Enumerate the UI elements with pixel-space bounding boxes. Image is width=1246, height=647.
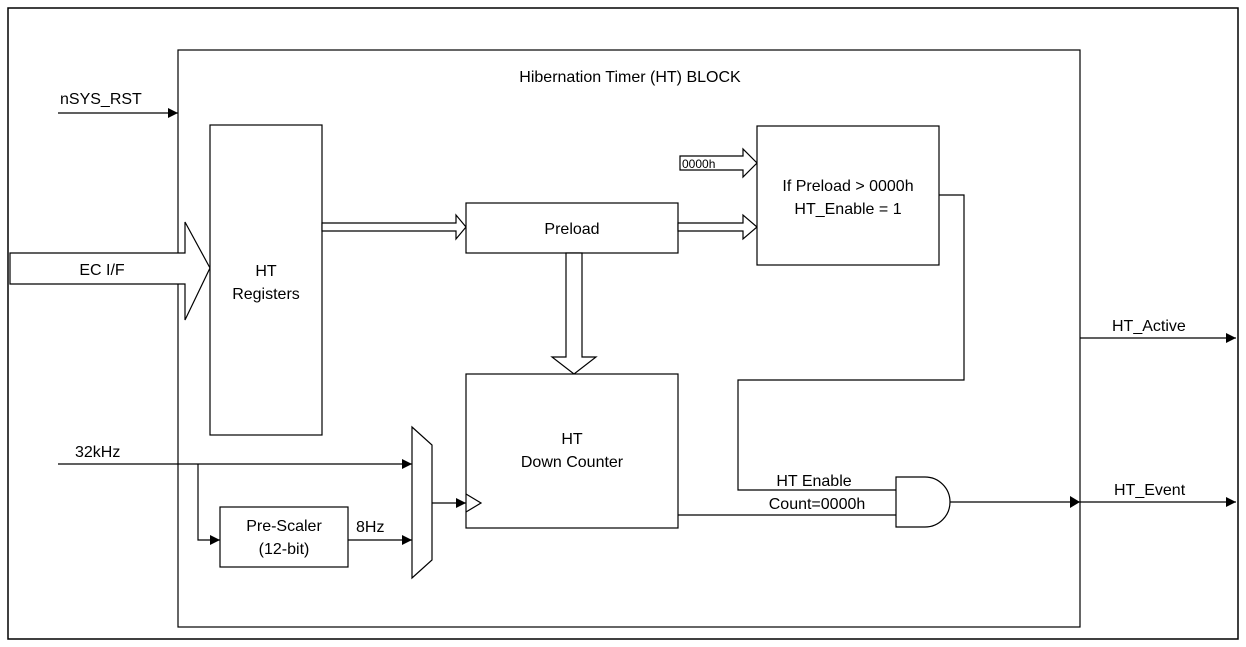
preload-to-compare-bus — [677, 213, 758, 241]
compare-box — [756, 125, 940, 266]
prescaler-box — [219, 506, 349, 568]
preload-label: Preload — [544, 221, 599, 238]
down-counter-label-line2: Down Counter — [521, 454, 624, 471]
outer-frame — [7, 7, 1239, 640]
ht-event-boundary-arrow — [1070, 496, 1080, 508]
ht-registers-label-line1: HT — [255, 263, 277, 280]
preload-box — [465, 202, 679, 254]
clock-mux — [411, 425, 433, 580]
ht-registers-label-line2: Registers — [232, 286, 300, 303]
ht-registers-box — [209, 124, 323, 436]
compare-label-line1: If Preload > 0000h — [782, 178, 913, 195]
down-counter-label-line1: HT — [561, 431, 583, 448]
ec-if-label: EC I/F — [79, 262, 125, 279]
clock-input-triangle — [465, 493, 483, 513]
ht-active-label: HT_Active — [1112, 318, 1186, 335]
prescaler-label-line1: Pre-Scaler — [246, 518, 322, 535]
prescaler-label-line2: (12-bit) — [259, 541, 310, 558]
and-gate — [895, 476, 951, 528]
clk-to-prescaler-wire — [197, 464, 220, 545]
registers-to-preload-bus — [321, 213, 467, 241]
preload-to-counter-bus — [550, 252, 598, 375]
compare-label-line2: HT_Enable = 1 — [794, 201, 901, 218]
block-title: Hibernation Timer (HT) BLOCK — [519, 69, 741, 86]
ht-event-label: HT_Event — [1114, 482, 1186, 499]
and-input-enable-label: HT Enable — [776, 473, 851, 490]
ec-if-bus-arrow — [9, 221, 211, 321]
zero-const-bus — [679, 147, 758, 179]
and-input-count-label: Count=0000h — [769, 496, 866, 513]
zero-const-label: 0000h — [682, 157, 715, 171]
clk-32khz-label: 32kHz — [75, 444, 120, 461]
prescaler-out-label: 8Hz — [356, 519, 384, 536]
ht-enable-wire — [737, 194, 965, 491]
nsys-rst-label: nSYS_RST — [60, 91, 142, 108]
down-counter-box — [465, 373, 679, 529]
